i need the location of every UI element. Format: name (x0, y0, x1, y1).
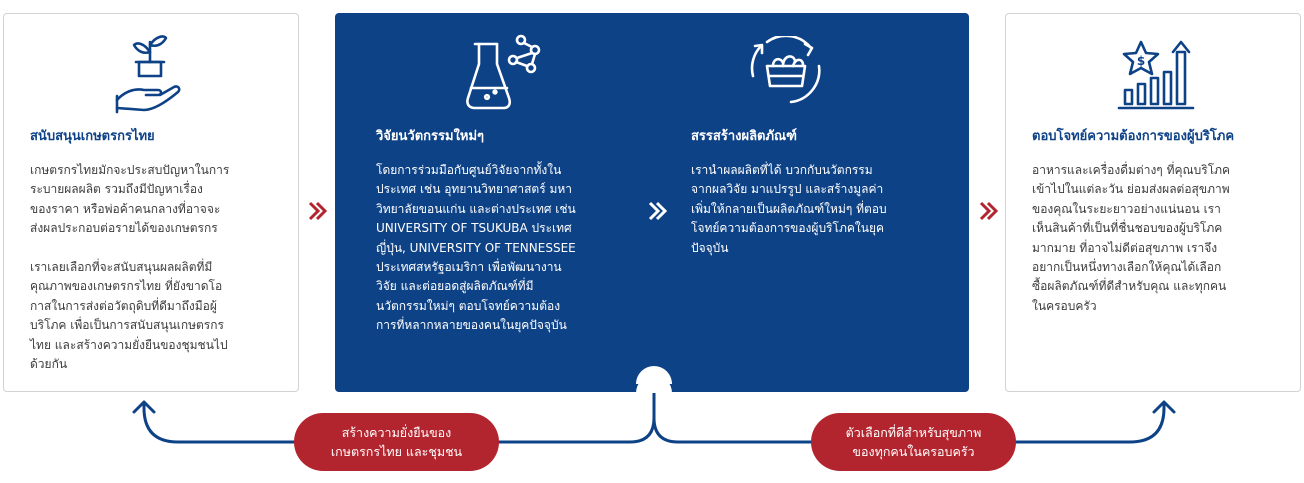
step-title: วิจัยนวัตกรรมใหม่ๆ (376, 129, 485, 144)
produce-crate-cycle-icon (750, 36, 821, 104)
step-title: สนับสนุนเกษตรกรไทย (30, 129, 155, 144)
card-consumer-needs (1005, 13, 1301, 392)
lab-flask-icon (466, 34, 541, 110)
outcome-pill-sustainability: สร้างความยั่งยืนของ เกษตรกรไทย และชุมชน (294, 413, 499, 471)
step-body: โดยการร่วมมือกับศูนย์วิจัยจากทั้งใน ประเ… (376, 163, 576, 333)
step-title: ตอบโจทย์ความต้องการของผู้บริโภค (1032, 129, 1235, 144)
seedling-in-hand-icon (115, 35, 181, 114)
svg-text:$: $ (1137, 54, 1145, 68)
step-body: เรานำผลผลิตที่ได้ บวกกับนวัตกรรม จากผลวิ… (691, 163, 887, 255)
chevron-right-icon (648, 201, 667, 221)
blue-panel-research-products (335, 13, 969, 392)
chevron-right-icon (979, 201, 998, 221)
outcome-pill-health-choice: ตัวเลือกที่ดีสำหรับสุขภาพ ของทุกคนในครอบ… (811, 413, 1016, 471)
step-body: เกษตรกรไทยมักจะประสบปัญหาในการ ระบายผลผล… (30, 163, 230, 372)
growth-chart-star-icon: $ (1117, 40, 1195, 110)
connector-node (636, 375, 672, 393)
step-title: สรรสร้างผลิตภัณฑ์ (691, 129, 797, 144)
chevron-right-icon (308, 201, 327, 221)
step-body: อาหารและเครื่องดื่มต่างๆ ที่คุณบริโภค เข… (1032, 163, 1231, 313)
